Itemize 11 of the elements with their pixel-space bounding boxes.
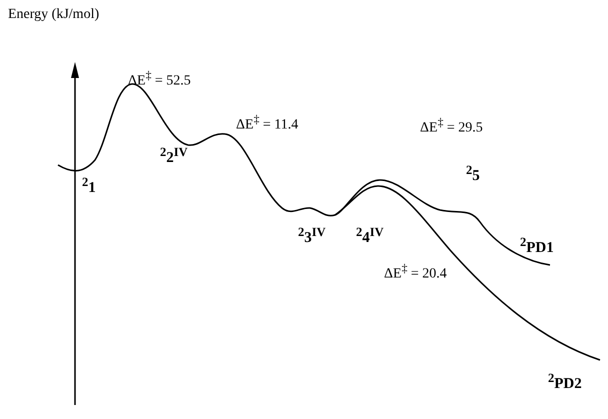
- species-label: $^{2}$2$^{IV}$: [160, 146, 188, 166]
- species-label: $^{2}$PD2: [548, 372, 582, 392]
- species-label: $^{2}$5: [466, 164, 480, 184]
- activation-energy-label: ΔE$^{‡}$ = 20.4: [384, 263, 447, 282]
- species-label: $^{2}$3$^{IV}$: [298, 226, 326, 246]
- species-label: $^{2}$1: [82, 176, 96, 196]
- activation-energy-label: ΔE$^{‡}$ = 29.5: [420, 117, 483, 136]
- species-label: $^{2}$4$^{IV}$: [356, 226, 384, 246]
- axis-label: Energy (kJ/mol): [8, 8, 100, 22]
- species-label: $^{2}$PD1: [520, 236, 554, 256]
- activation-energy-label: ΔE$^{‡}$ = 11.4: [236, 114, 298, 133]
